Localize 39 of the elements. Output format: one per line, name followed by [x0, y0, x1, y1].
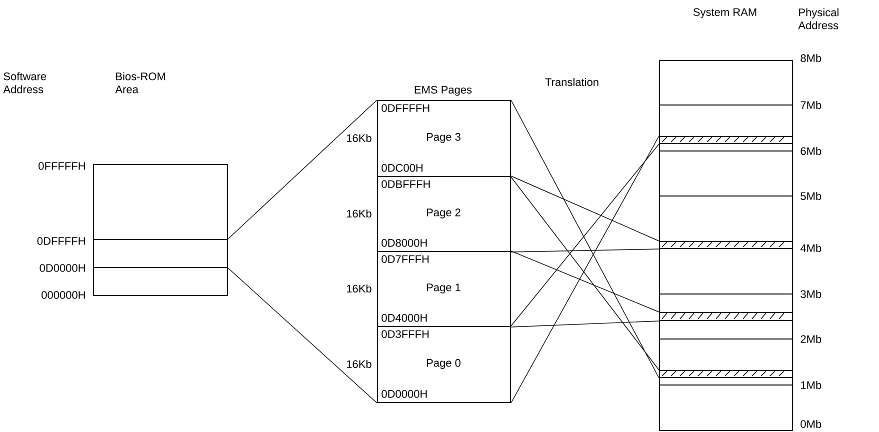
- column-heading: Bios-ROM Area: [115, 72, 165, 94]
- address-label: 000000H: [42, 291, 85, 299]
- memory-window: [93, 239, 228, 268]
- scale-label: 1Mb: [801, 380, 822, 390]
- hatched-strip: [659, 312, 793, 321]
- scale-label: 5Mb: [800, 192, 822, 200]
- address-label: 0DFFFFH: [37, 237, 85, 245]
- node-label: EMS Pages: [414, 86, 472, 96]
- scale-label: 2Mb: [800, 334, 822, 344]
- scale-label: 7Mb: [800, 100, 822, 110]
- page-box: 0D3FFFH Page 0 0D0000H: [377, 326, 511, 403]
- connector-lines: [228, 100, 378, 240]
- connector-lines: [510, 250, 660, 328]
- memory-map-box: System RAM: [659, 8, 793, 431]
- column-heading: Physical Address: [798, 8, 838, 30]
- scale-label: 0Mb: [800, 420, 822, 428]
- scale-label: 6Mb: [800, 146, 822, 156]
- connector-lines: [510, 176, 660, 252]
- scale-label: 4Mb: [800, 244, 822, 252]
- page-box: 0D7FFFH Page 1 0D4000H: [377, 251, 511, 327]
- page-box: 0DFFFFH Page 3 0DC00H: [377, 100, 511, 177]
- hatched-strip: [659, 136, 793, 144]
- size-label: 16Kb: [346, 284, 372, 293]
- connector-lines: [510, 100, 660, 378]
- size-label: 16Kb: [346, 134, 372, 142]
- hatched-strip: [659, 241, 793, 249]
- page-box: 0DBFFFH Page 2 0D8000H: [377, 176, 511, 252]
- scale-label: 3Mb: [800, 290, 822, 298]
- size-label: 16Kb: [346, 360, 372, 368]
- scale-label: 8Mb: [800, 54, 822, 62]
- address-label: 0D0000H: [40, 264, 85, 272]
- size-label: 16Kb: [346, 209, 372, 218]
- hatched-strip: [659, 370, 793, 378]
- column-heading: Software Address: [3, 72, 46, 94]
- connector-lines: [228, 268, 378, 404]
- node-label: System RAM: [693, 8, 756, 18]
- connector-lines: [510, 136, 660, 404]
- column-heading: Translation: [545, 78, 598, 86]
- address-label: 0FFFFFH: [38, 162, 85, 170]
